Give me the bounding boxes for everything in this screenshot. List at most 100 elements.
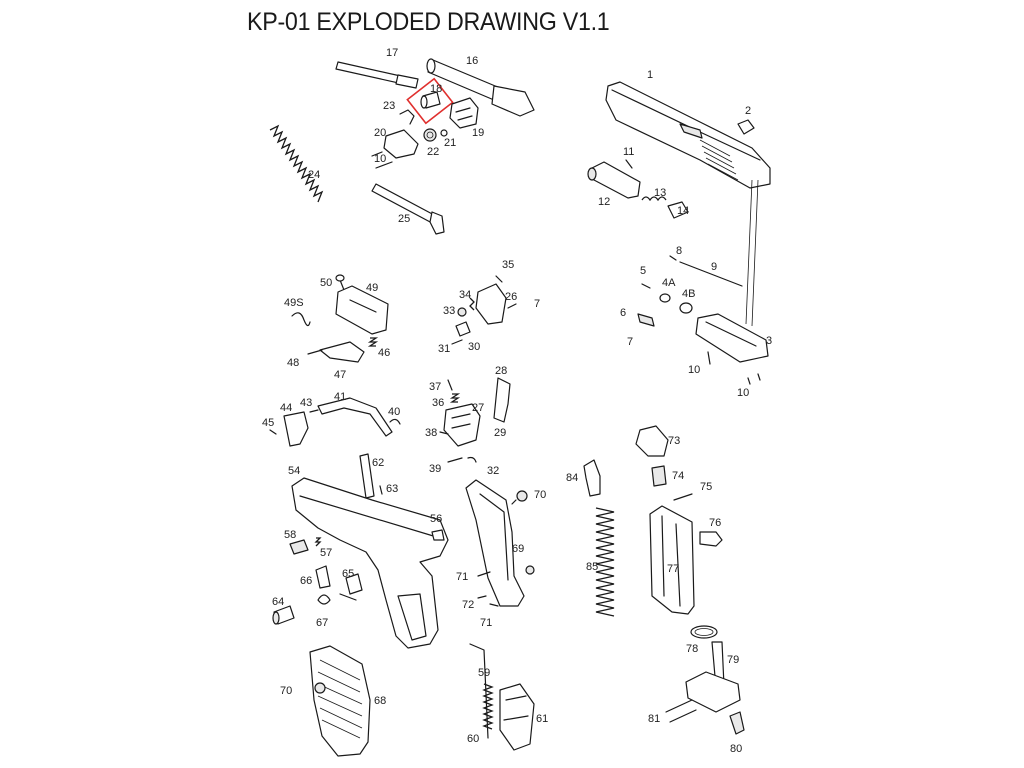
part-13-nozzle-spring <box>641 196 667 202</box>
part-63-pin <box>379 485 383 495</box>
label-22: 22 <box>427 146 439 158</box>
drawing-title: KP-01 EXPLODED DRAWING V1.1 <box>247 8 610 36</box>
label-28: 28 <box>495 365 507 377</box>
label-2: 2 <box>745 105 751 117</box>
part-77-magazine-body <box>649 505 695 615</box>
label-37: 37 <box>429 381 441 393</box>
part-41-trigger-bar <box>317 397 393 437</box>
part-3-breech-block <box>695 313 769 385</box>
label-36: 36 <box>432 397 444 409</box>
label-17: 17 <box>386 47 398 59</box>
part-22-hop-dial <box>423 128 437 142</box>
label-50: 50 <box>320 277 332 289</box>
label-8: 8 <box>676 245 682 257</box>
label-66: 66 <box>300 575 312 587</box>
part-4a-washer <box>659 293 671 303</box>
part-36-spring <box>449 393 461 403</box>
part-43-pin <box>309 409 319 413</box>
part-39-pin <box>447 457 463 463</box>
part-38-pin <box>439 431 449 435</box>
label-57: 57 <box>320 547 332 559</box>
part-5-screw <box>641 283 651 289</box>
label-74: 74 <box>672 470 684 482</box>
label-1: 1 <box>647 69 653 81</box>
part-2-rear-sight <box>737 119 755 135</box>
part-45-pin <box>269 429 277 435</box>
label-39: 39 <box>429 463 441 475</box>
part-57-spring <box>314 537 322 547</box>
label-77: 77 <box>667 563 679 575</box>
label-11: 11 <box>623 146 634 158</box>
part-49-sear-housing <box>335 285 389 335</box>
label-25: 25 <box>398 213 410 225</box>
part-85-mag-spring <box>595 507 615 617</box>
part-34-spring <box>469 297 475 311</box>
part-16-barrel <box>426 58 535 117</box>
label-10-a: 10 <box>374 153 386 165</box>
part-81-pins <box>665 699 697 723</box>
label-58: 58 <box>284 529 296 541</box>
label-16: 16 <box>466 55 478 67</box>
label-35: 35 <box>502 259 514 271</box>
label-4a: 4A <box>662 277 676 289</box>
part-24-recoil-spring <box>269 124 324 203</box>
label-70-right: 70 <box>534 489 546 501</box>
label-3: 3 <box>766 335 772 347</box>
label-56: 56 <box>430 513 442 525</box>
label-46: 46 <box>378 347 390 359</box>
part-46-spring <box>367 337 379 347</box>
label-14: 14 <box>677 205 689 217</box>
slide-rail-line <box>745 179 759 327</box>
label-80: 80 <box>730 743 742 755</box>
part-19-hop-chamber <box>449 97 479 129</box>
highlight-box <box>406 77 454 125</box>
part-70-screw-right <box>511 490 528 505</box>
part-25-spring-guide <box>371 183 445 235</box>
part-75-pin <box>673 493 693 501</box>
label-44: 44 <box>280 402 292 414</box>
part-74-part <box>651 465 667 487</box>
label-62: 62 <box>372 457 384 469</box>
label-54: 54 <box>288 465 300 477</box>
label-43: 43 <box>300 397 312 409</box>
part-35-pin <box>495 275 503 283</box>
part-76-valve <box>699 531 723 547</box>
label-40: 40 <box>388 406 400 418</box>
part-68-grip-panel <box>309 645 371 757</box>
label-38: 38 <box>425 427 437 439</box>
part-14-spring-guide <box>667 201 689 219</box>
label-45: 45 <box>262 417 274 429</box>
part-72-screw <box>477 565 535 599</box>
label-21: 21 <box>444 137 456 149</box>
label-67: 67 <box>316 617 328 629</box>
label-12: 12 <box>598 196 610 208</box>
label-7-b: 7 <box>627 336 633 348</box>
label-5: 5 <box>640 265 646 277</box>
label-78: 78 <box>686 643 698 655</box>
label-73: 73 <box>668 435 680 447</box>
label-32: 32 <box>487 465 499 477</box>
label-10-b: 10 <box>688 364 700 376</box>
label-61: 61 <box>536 713 548 725</box>
part-8-pin <box>669 255 677 261</box>
part-78-o-ring <box>690 625 718 639</box>
part-73-mag-lip <box>635 425 669 457</box>
label-41: 41 <box>334 391 346 403</box>
part-65-lever <box>339 573 363 601</box>
part-48-screw <box>307 349 323 355</box>
part-23-spring-clip <box>399 109 415 125</box>
label-84: 84 <box>566 472 578 484</box>
part-64-bushing <box>272 605 295 625</box>
part-71-screw-b <box>489 603 499 607</box>
part-47-trigger-bar <box>319 341 365 363</box>
label-18: 18 <box>430 83 442 95</box>
part-37-screw <box>447 379 453 391</box>
label-68: 68 <box>374 695 386 707</box>
label-19: 19 <box>472 127 484 139</box>
part-84-follower <box>583 459 601 497</box>
label-6: 6 <box>620 307 626 319</box>
part-6-extractor <box>637 313 655 327</box>
part-62-lever <box>359 453 375 499</box>
part-54-frame <box>291 477 449 649</box>
part-20-locking-block <box>371 129 419 169</box>
